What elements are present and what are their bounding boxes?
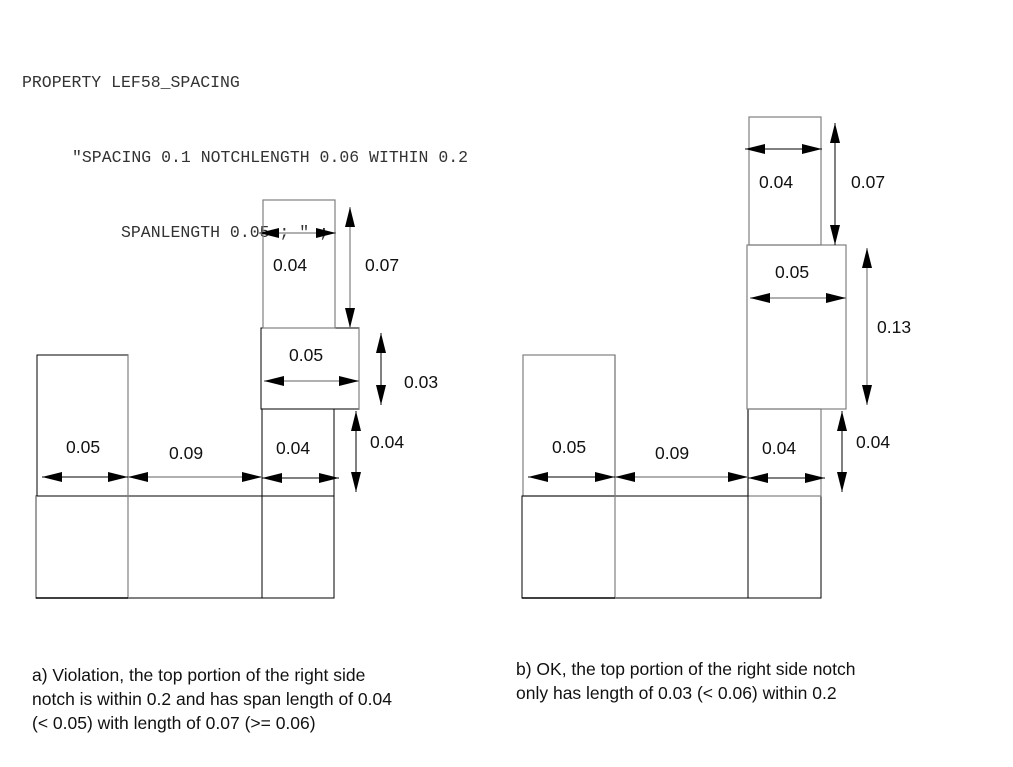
label-top-height: 0.07: [365, 255, 399, 275]
label-top-height: 0.07: [851, 172, 885, 192]
caption-figure-a: a) Violation, the top portion of the rig…: [32, 663, 392, 735]
caption-b-line-2: only has length of 0.03 (< 0.06) within …: [516, 683, 837, 703]
top-block: [262, 199, 336, 329]
code-line-1: PROPERTY LEF58_SPACING: [22, 73, 240, 92]
caption-b-line-1: b) OK, the top portion of the right side…: [516, 659, 856, 679]
label-left-width: 0.05: [552, 437, 586, 457]
label-middle-width: 0.05: [775, 262, 809, 282]
code-line-2: "SPACING 0.1 NOTCHLENGTH 0.06 WITHIN 0.2: [72, 148, 469, 167]
label-right-lower-height: 0.04: [370, 432, 404, 452]
caption-a-line-3: (< 0.05) with length of 0.07 (>= 0.06): [32, 713, 316, 733]
label-right-lower-width: 0.04: [276, 438, 310, 458]
label-middle-height: 0.13: [877, 317, 911, 337]
label-right-lower-height: 0.04: [856, 432, 890, 452]
left-block-upper: [522, 354, 616, 497]
label-middle-height: 0.03: [404, 372, 438, 392]
middle-block: [260, 327, 360, 410]
label-middle-width: 0.05: [289, 345, 323, 365]
caption-a-line-1: a) Violation, the top portion of the rig…: [32, 665, 366, 685]
bottom-bar: [521, 495, 822, 599]
left-block-upper: [36, 354, 129, 497]
label-top-width: 0.04: [273, 255, 307, 275]
top-block: [748, 116, 822, 246]
figure-a: 0.05 0.09 0.04 0.04 0.05 0.03 0.04 0.07: [35, 199, 438, 599]
label-notch-width: 0.09: [169, 443, 203, 463]
label-notch-width: 0.09: [655, 443, 689, 463]
caption-a-line-2: notch is within 0.2 and has span length …: [32, 689, 392, 709]
figure-b: 0.05 0.09 0.04 0.04 0.05 0.13 0.04 0.07: [521, 116, 911, 599]
label-right-lower-width: 0.04: [762, 438, 796, 458]
caption-figure-b: b) OK, the top portion of the right side…: [516, 657, 856, 705]
label-top-width: 0.04: [759, 172, 793, 192]
label-left-width: 0.05: [66, 437, 100, 457]
bottom-bar: [35, 495, 335, 599]
